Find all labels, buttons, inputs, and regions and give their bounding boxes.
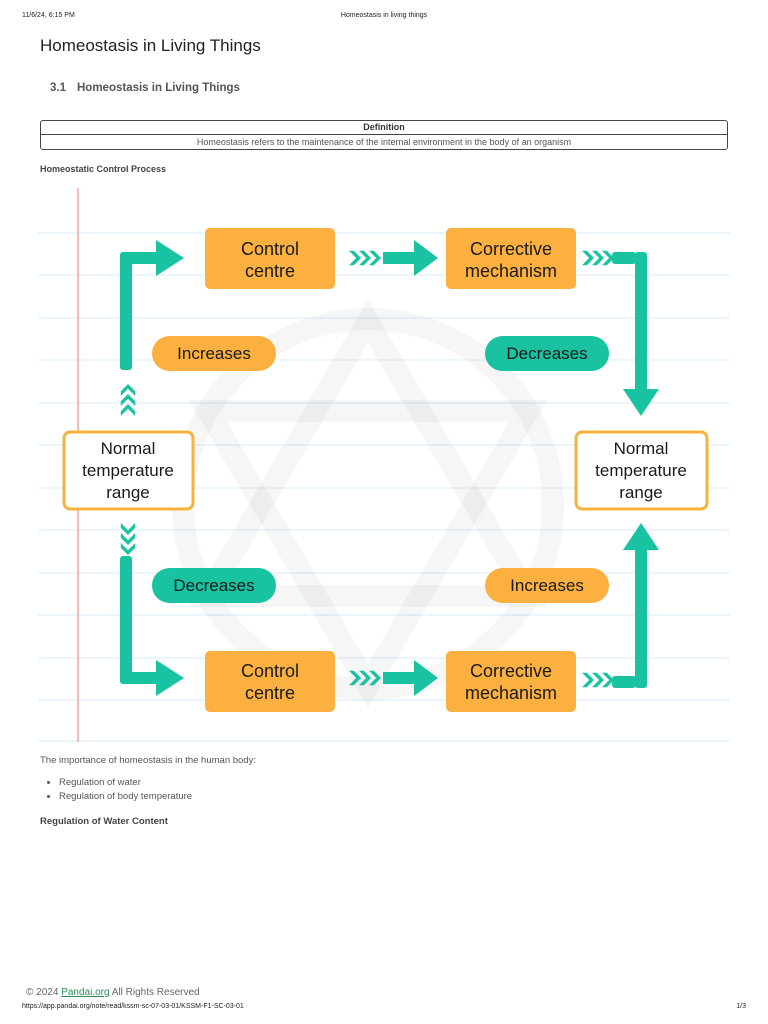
importance-list: Regulation of water Regulation of body t…: [40, 776, 192, 803]
footer-prefix: © 2024: [26, 987, 62, 998]
top-corrective-mechanism-box: Corrective mechanism: [446, 228, 576, 289]
water-content-subheading: Regulation of Water Content: [40, 816, 168, 827]
bottom-increases-label: Increases: [485, 568, 609, 603]
right-range-line2: temperature: [595, 461, 687, 480]
bottom-corrective-line2: mechanism: [465, 683, 557, 703]
section-heading: 3.1 Homeostasis in Living Things: [50, 82, 240, 94]
watermark-logo: [183, 319, 553, 689]
right-normal-range-box: Normal temperature range: [574, 430, 709, 511]
top-control-centre-line1: Control: [241, 239, 299, 259]
diagram-subheading: Homeostatic Control Process: [40, 164, 167, 174]
top-decreases-label: Decreases: [485, 336, 609, 371]
print-url: https://app.pandai.org/note/read/kssm-sc…: [22, 1003, 244, 1010]
top-corrective-line1: Corrective: [470, 239, 552, 259]
bottom-right-chevrons-icon: [582, 672, 614, 688]
left-normal-range-box: Normal temperature range: [62, 430, 195, 511]
right-range-line3: range: [619, 483, 662, 502]
homeostasis-diagram-svg: Control centre Corrective mechanism Incr…: [38, 188, 730, 742]
svg-text:Increases: Increases: [177, 344, 251, 363]
bottom-left-chevrons-icon: [120, 523, 136, 555]
pandai-link[interactable]: Pandai.org: [61, 987, 110, 998]
copyright-footer: © 2024 Pandai.org All Rights Reserved: [26, 987, 200, 998]
print-header: 11/6/24, 6:15 PM Homeostasis in living t…: [22, 12, 746, 24]
list-item: Regulation of water: [59, 776, 192, 790]
footer-suffix: All Rights Reserved: [109, 987, 200, 998]
print-footer: https://app.pandai.org/note/read/kssm-sc…: [22, 1003, 746, 1015]
left-range-line3: range: [106, 483, 149, 502]
section-title: Homeostasis in Living Things: [77, 82, 240, 94]
definition-table-header: Definition: [41, 121, 727, 135]
top-control-centre-box: Control centre: [205, 228, 335, 289]
list-item: Regulation of body temperature: [59, 790, 192, 804]
bottom-control-centre-box: Control centre: [205, 651, 335, 712]
svg-text:Increases: Increases: [510, 576, 584, 595]
homeostasis-diagram: Control centre Corrective mechanism Incr…: [38, 186, 730, 746]
bottom-right-flow-arrow: [612, 523, 659, 688]
definition-table: Definition Homeostasis refers to the mai…: [40, 120, 728, 150]
top-left-chevrons-icon: [120, 384, 136, 416]
bottom-left-flow-arrow: [120, 556, 184, 696]
top-right-chevrons-icon: [582, 250, 614, 266]
top-increases-label: Increases: [152, 336, 276, 371]
bottom-middle-arrow: [383, 660, 438, 696]
left-range-line1: Normal: [101, 439, 156, 458]
importance-intro: The importance of homeostasis in the hum…: [40, 755, 256, 766]
section-number: 3.1: [50, 82, 66, 94]
print-datetime: 11/6/24, 6:15 PM: [22, 12, 75, 19]
bottom-control-centre-line1: Control: [241, 661, 299, 681]
bottom-control-centre-line2: centre: [245, 683, 295, 703]
right-range-line1: Normal: [614, 439, 669, 458]
print-title: Homeostasis in living things: [340, 12, 428, 19]
bottom-decreases-label: Decreases: [152, 568, 276, 603]
bottom-corrective-line1: Corrective: [470, 661, 552, 681]
svg-text:Decreases: Decreases: [506, 344, 587, 363]
top-right-flow-arrow: [612, 252, 659, 416]
top-middle-arrow: [383, 240, 438, 276]
page-title: Homeostasis in Living Things: [40, 36, 261, 55]
svg-text:Decreases: Decreases: [173, 576, 254, 595]
definition-table-body: Homeostasis refers to the maintenance of…: [196, 137, 572, 147]
top-control-centre-line2: centre: [245, 261, 295, 281]
top-left-flow-arrow: [120, 240, 184, 370]
left-range-line2: temperature: [82, 461, 174, 480]
print-page-number: 1/3: [736, 1003, 746, 1010]
bottom-corrective-mechanism-box: Corrective mechanism: [446, 651, 576, 712]
top-chevrons-icon: [349, 250, 381, 266]
top-corrective-line2: mechanism: [465, 261, 557, 281]
